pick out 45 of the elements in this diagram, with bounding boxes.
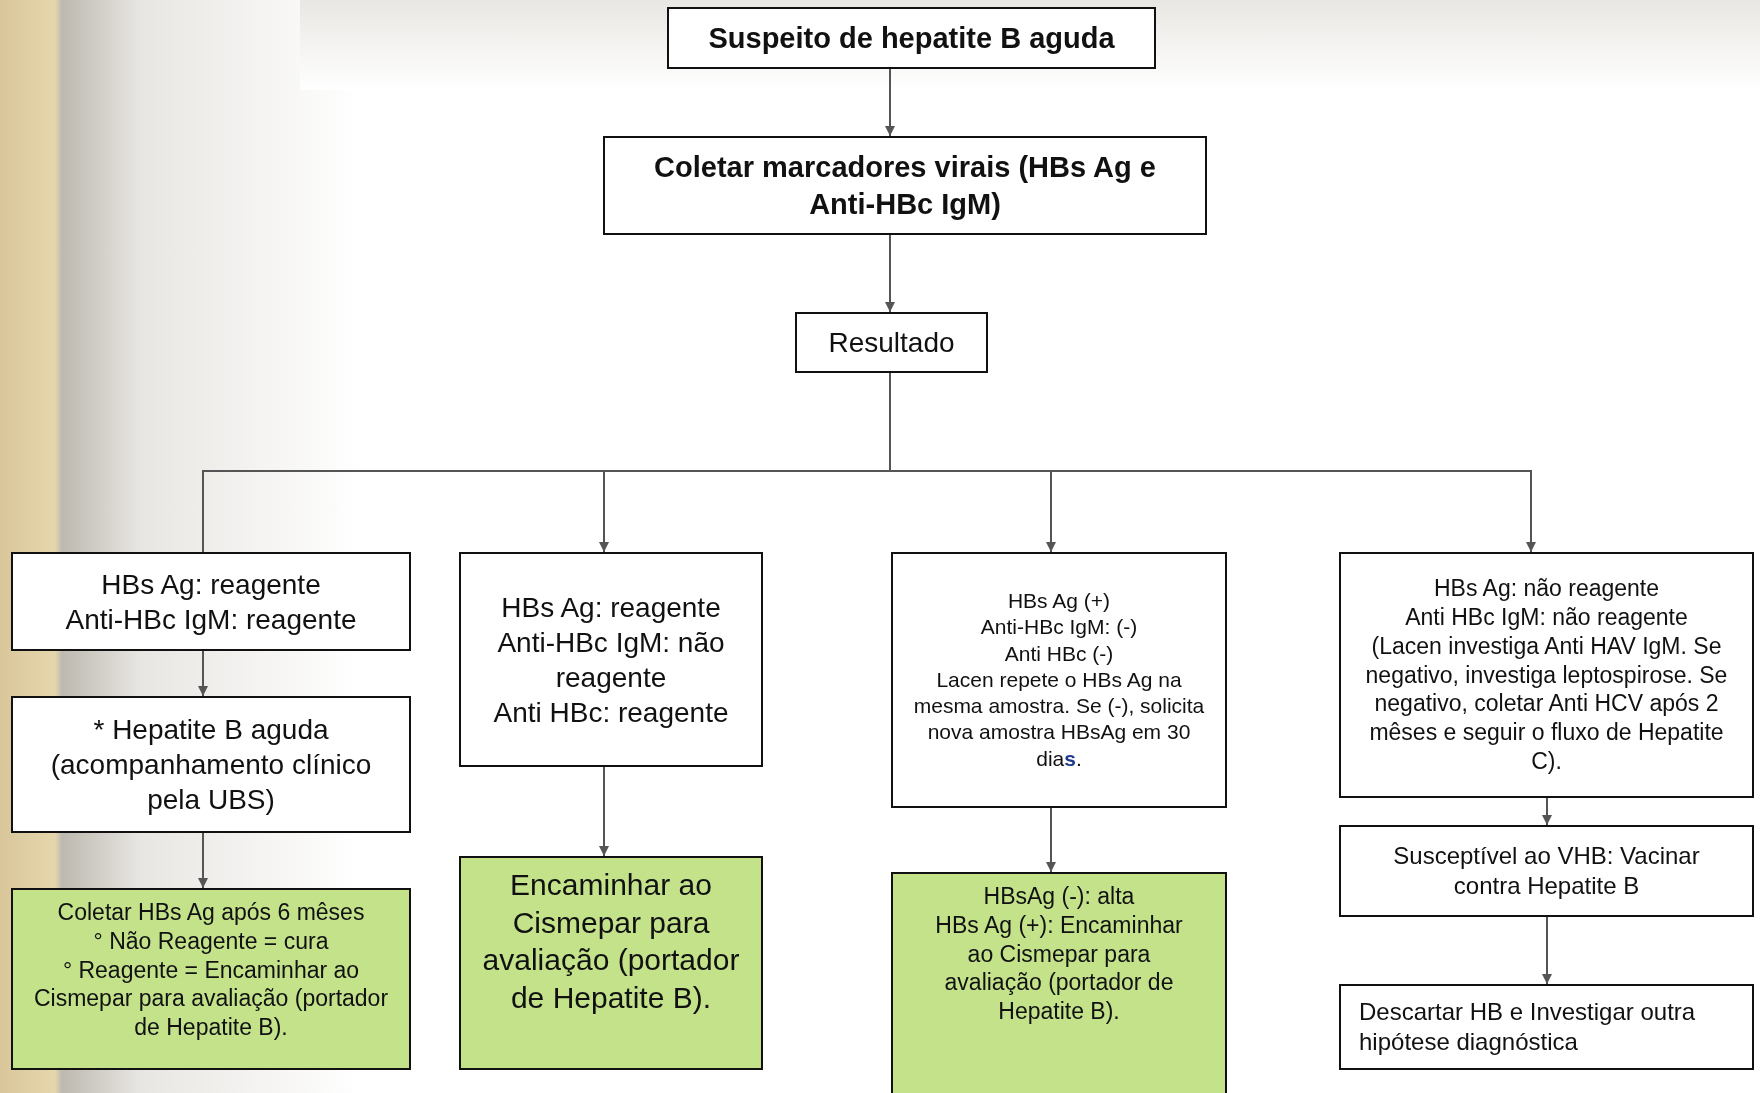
node-text: ° Reagente = Encaminhar ao Cismepar para avaliação (portador de Hepatite B). — [32, 955, 390, 1042]
arrow — [885, 68, 895, 137]
node-text: Suspeito de hepatite B aguda — [707, 20, 1116, 56]
node-text: HBs Ag (+) — [1006, 588, 1112, 615]
node-text: Anti HBc: reagente — [492, 695, 730, 730]
action-box — [891, 872, 1227, 1093]
action-box — [1339, 825, 1754, 917]
arrow — [885, 234, 895, 313]
node-text: Anti HBc IgM: não reagente — [1404, 603, 1689, 632]
node-text: Anti-HBc IgM: não reagente — [496, 625, 726, 695]
action-box — [11, 888, 411, 1070]
arrow — [198, 832, 208, 889]
node-text: HBsAg (-): alta — [982, 882, 1136, 911]
result-box — [1339, 552, 1754, 798]
result-box — [459, 552, 763, 767]
node-text: Anti-HBc IgM: reagente — [64, 602, 358, 637]
start-box — [667, 7, 1156, 69]
node-text: Anti-HBc IgM: (-) — [979, 614, 1139, 641]
node-text: (Lacen investiga Anti HAV IgM. Se negativo, investiga leptospirose. Se negativo, coletar Anti HCV após 2 mêses e seguir o fluxo de Hepatite C). — [1364, 631, 1729, 776]
node-text: Descartar HB e Investigar outra hipótese diagnóstica — [1359, 997, 1697, 1057]
node-text: ° Não Reagente = cura — [92, 926, 330, 956]
result-box — [11, 552, 411, 651]
node-text: Resultado — [827, 326, 956, 360]
outcome-box — [11, 696, 411, 833]
action-box — [1339, 984, 1754, 1070]
arrow — [599, 766, 609, 857]
node-text: Lacen repete o HBs Ag na mesma amostra. Se (-), solicita nova amostra HBsAg em 30 dias. — [912, 666, 1206, 772]
node-text: Encaminhar ao Cismepar para avaliação (portador de Hepatite B). — [481, 867, 741, 1016]
result-box — [795, 312, 988, 373]
node-text: Susceptível ao VHB: Vacinar contra Hepatite B — [1392, 841, 1701, 901]
node-text: HBs Ag: não reagente — [1432, 574, 1661, 604]
arrow — [1542, 916, 1552, 985]
arrow — [1046, 807, 1056, 873]
node-text: * Hepatite B aguda (acompanhamento clínico pela UBS) — [49, 713, 373, 817]
arrow — [1542, 797, 1552, 826]
action-box — [459, 856, 763, 1070]
result-box — [891, 552, 1227, 808]
node-text: HBs Ag: reagente — [500, 590, 722, 625]
node-text: HBs Ag: reagente — [100, 567, 322, 602]
node-text: Coletar HBs Ag após 6 mêses — [56, 898, 366, 927]
node-text: HBs Ag (+): Encaminhar ao Cismepar para avaliação (portador de Hepatite B). — [934, 910, 1184, 1026]
node-text: Coletar marcadores virais (HBs Ag e Anti-HBc IgM) — [653, 150, 1157, 222]
process-box — [603, 136, 1207, 235]
arrow — [198, 650, 208, 697]
node-text: Anti HBc (-) — [1003, 640, 1115, 667]
